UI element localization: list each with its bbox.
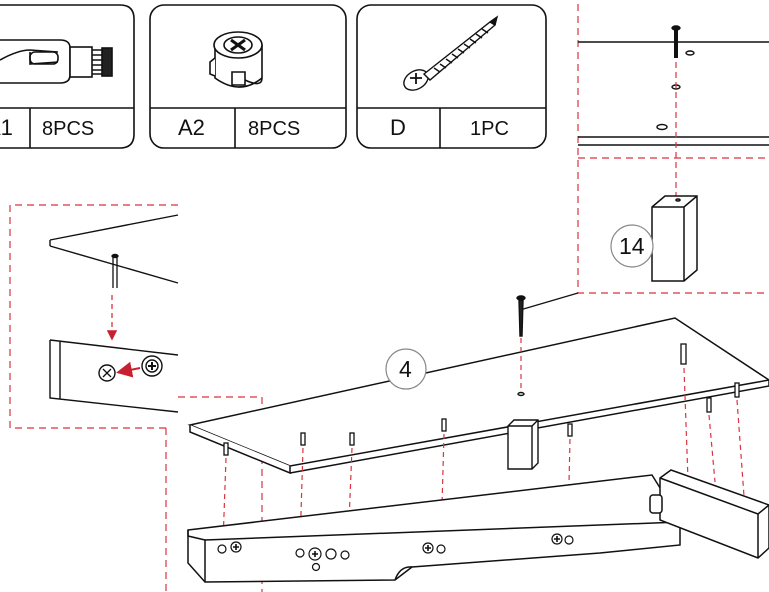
callout-circle-4: [385, 348, 427, 390]
detail-frame-top-right: [519, 4, 769, 311]
detail-board-top: [578, 25, 769, 200]
part-qty-d: 1PC: [470, 118, 509, 140]
part-code-a1: A1: [0, 115, 13, 140]
callout-label-14: 14: [619, 233, 645, 259]
part-box-d: [356, 4, 547, 149]
detail-frame-left: [9, 204, 263, 592]
block-14: [507, 419, 539, 470]
cam-lock-icon: [209, 31, 263, 88]
panel-4: [187, 317, 769, 475]
block-14-detail: [651, 195, 698, 282]
detail-board-left: [49, 214, 179, 413]
cam-bolts: [223, 343, 740, 456]
part-code-a2: A2: [178, 115, 205, 140]
screw-d: [516, 295, 526, 397]
wood-screw-icon: [403, 15, 499, 91]
front-rail: [187, 474, 681, 583]
part-qty-a1: 8PCS: [42, 118, 95, 140]
part-box-a2: [149, 4, 347, 149]
cam-bolt-icon: [0, 39, 113, 84]
rail-fittings: [217, 533, 574, 572]
part-code-d: D: [390, 115, 406, 140]
callout-circle-14: [610, 224, 654, 268]
part-box-a1: [0, 4, 135, 149]
part-qty-a2: 8PCS: [248, 118, 301, 140]
callout-label-4: 4: [399, 356, 412, 382]
end-rail: [649, 469, 769, 559]
